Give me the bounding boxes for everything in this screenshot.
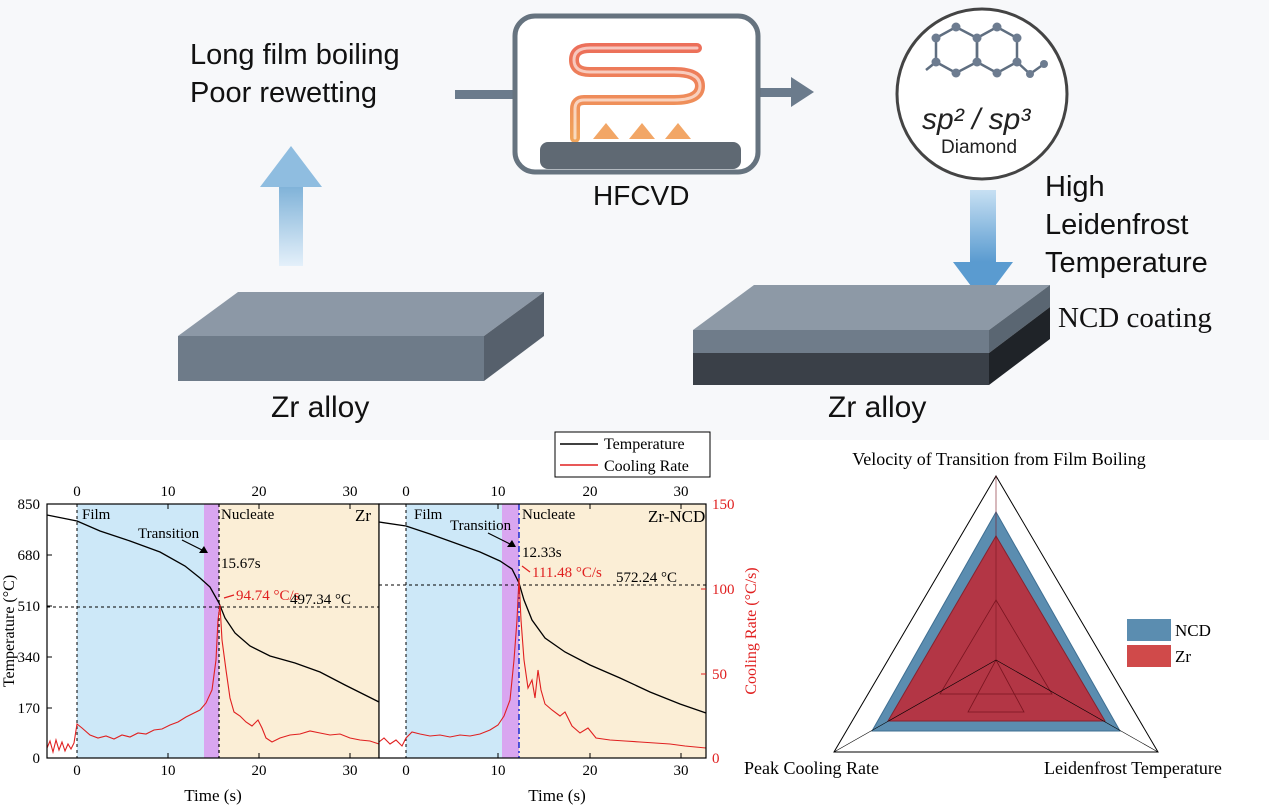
radar-legend-ncd-swatch — [1127, 619, 1171, 641]
ncd-panel: Film Transition Nucleate Zr-NCD 12.33s 1… — [378, 503, 707, 759]
hfcvd-label: HFCVD — [593, 180, 690, 211]
left-tick-680: 680 — [18, 548, 41, 564]
ncd-temperature-curve — [378, 521, 707, 714]
radar-legend-zr-swatch — [1127, 645, 1171, 667]
svg-text:0: 0 — [402, 484, 410, 500]
svg-text:30: 30 — [674, 484, 689, 500]
zr-nucleate-region — [219, 504, 379, 758]
legend-cooling-text: Cooling Rate — [604, 458, 689, 475]
svg-text:0: 0 — [73, 763, 81, 779]
ncd-cooling-curve — [378, 577, 707, 749]
schematic-graphics — [178, 7, 1069, 385]
up-arrow-icon — [260, 146, 322, 266]
ncd-rate-pointer — [521, 565, 531, 573]
leidenfrost-text: High Leidenfrost Temperature — [1045, 168, 1208, 282]
leidenfrost-line-2: Leidenfrost — [1045, 209, 1189, 241]
zr-temp-label: 497.34 °C — [290, 592, 351, 608]
ncd-rate-label: 111.48 °C/s — [532, 565, 602, 581]
left-tick-170: 170 — [18, 701, 41, 717]
svg-text:30: 30 — [674, 763, 689, 779]
svg-text:10: 10 — [161, 484, 176, 500]
x-axis-title-right: Time (s) — [528, 786, 585, 805]
svg-text:20: 20 — [583, 484, 598, 500]
left-tick-0: 0 — [33, 751, 41, 767]
zr-transition-label: Transition — [138, 526, 200, 542]
bottom-axis: 0 10 20 30 0 10 20 30 Time (s) Time (s) — [73, 504, 689, 805]
svg-text:10: 10 — [491, 484, 506, 500]
right-tick-50: 50 — [712, 667, 727, 683]
cooling-curves-chart: Temperature Cooling Rate Film Transition… — [1, 431, 760, 805]
left-axis-title: Temperature (°C) — [1, 575, 18, 687]
legend-temperature-text: Temperature — [604, 436, 685, 453]
svg-text:20: 20 — [252, 763, 267, 779]
ncd-temp-label: 572.24 °C — [616, 570, 677, 586]
zr-time-label: 15.67s — [221, 556, 261, 572]
svg-text:20: 20 — [583, 763, 598, 779]
sp-label: sp² / sp³ — [922, 103, 1031, 136]
left-tick-850: 850 — [18, 497, 41, 513]
svg-text:10: 10 — [161, 763, 176, 779]
problem-line-1: Long film boiling — [190, 39, 400, 71]
leidenfrost-line-1: High — [1045, 171, 1105, 203]
zr-cooling-curve — [46, 604, 380, 755]
svg-text:30: 30 — [343, 484, 358, 500]
diamond-structure-icon — [895, 7, 1069, 181]
svg-text:10: 10 — [491, 763, 506, 779]
ncd-film-label: Film — [414, 507, 443, 523]
zr-transition-region — [204, 504, 219, 758]
zr-rate-label: 94.74 °C/s — [236, 588, 300, 604]
svg-text:20: 20 — [252, 484, 267, 500]
radar-legend: NCD Zr — [1127, 619, 1211, 667]
left-tick-340: 340 — [18, 650, 41, 666]
x-axis-title-left: Time (s) — [184, 786, 241, 805]
problem-line-2: Poor rewetting — [190, 77, 377, 109]
ncd-time-label: 12.33s — [522, 545, 562, 561]
down-arrow-icon — [953, 190, 1013, 302]
ncd-transition-region — [502, 504, 519, 758]
chart-legend: Temperature Cooling Rate — [554, 431, 711, 478]
zr-film-label: Film — [82, 507, 111, 523]
radar-axis-velocity: Velocity of Transition from Film Boiling — [852, 449, 1146, 469]
zr-alloy-slab-left — [178, 292, 544, 381]
zr-alloy-label-right: Zr alloy — [828, 391, 927, 424]
left-tick-510: 510 — [18, 599, 41, 615]
radar-chart: Velocity of Transition from Film Boiling… — [744, 449, 1222, 778]
leidenfrost-line-3: Temperature — [1045, 247, 1208, 279]
zr-panel: Film Transition Nucleate Zr 15.67s 94.74… — [46, 503, 380, 759]
radar-axis-peak-cooling: Peak Cooling Rate — [744, 758, 879, 778]
radar-axis-leidenfrost: Leidenfrost Temperature — [1044, 758, 1222, 778]
svg-text:0: 0 — [402, 763, 410, 779]
right-axis: 150 100 50 0 Cooling Rate (°C/s) — [701, 497, 760, 767]
diamond-label: Diamond — [941, 137, 1018, 158]
top-axis: 0 10 20 30 0 10 20 30 — [73, 484, 688, 500]
hfcvd-chamber-icon — [512, 13, 761, 175]
radar-legend-zr: Zr — [1175, 647, 1191, 666]
ncd-transition-label: Transition — [450, 518, 512, 534]
ncd-nucleate-region — [519, 504, 706, 758]
right-tick-0: 0 — [712, 751, 720, 767]
zr-alloy-label-left: Zr alloy — [271, 391, 370, 424]
ncd-panel-title: Zr-NCD — [648, 507, 705, 526]
right-tick-150: 150 — [712, 497, 735, 513]
radar-zr-area — [887, 535, 1106, 722]
ncd-coating-label: NCD coating — [1058, 302, 1212, 334]
zr-rate-pointer — [223, 594, 235, 599]
radar-legend-ncd: NCD — [1175, 621, 1211, 640]
right-axis-title: Cooling Rate (°C/s) — [743, 567, 760, 694]
svg-text:30: 30 — [343, 763, 358, 779]
zr-temperature-curve — [46, 514, 380, 703]
right-arrow-2-icon — [736, 77, 814, 107]
zr-ncd-slab-right — [693, 285, 1050, 385]
zr-nucleate-label: Nucleate — [221, 507, 275, 523]
ncd-nucleate-label: Nucleate — [522, 507, 576, 523]
right-tick-100: 100 — [712, 582, 735, 598]
problem-text: Long film boiling Poor rewetting — [190, 36, 400, 112]
svg-text:0: 0 — [73, 484, 81, 500]
ncd-film-region — [406, 504, 502, 758]
zr-panel-title: Zr — [355, 506, 371, 525]
zr-film-region — [77, 504, 204, 758]
left-axis: 850 680 510 340 170 0 Temperature (°C) — [1, 497, 52, 767]
